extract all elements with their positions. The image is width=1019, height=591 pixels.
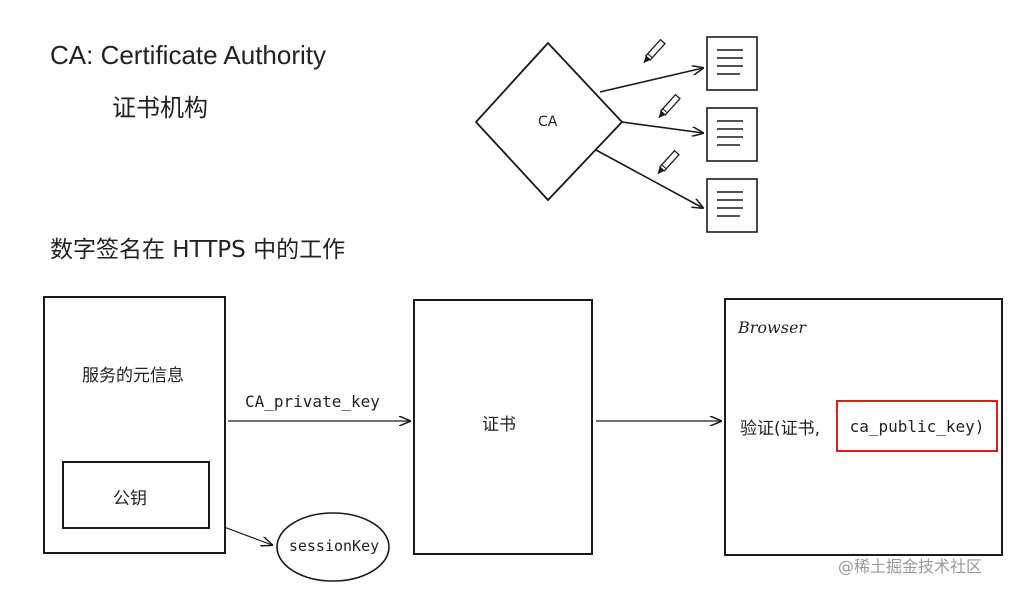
ca-arrow-2 <box>621 121 703 133</box>
ca-node-label: CA <box>538 114 558 130</box>
certificate-label: 证书 <box>482 415 516 435</box>
ca-public-key-highlight: ca_public_key) <box>836 400 998 452</box>
public-key-label: 公钥 <box>113 489 147 509</box>
pencil-icon-1 <box>643 38 666 64</box>
watermark: @稀土掘金技术社区 <box>838 557 983 576</box>
private-key-label: CA_private_key <box>245 392 380 411</box>
document-icon-2 <box>706 107 758 162</box>
browser-title: Browser <box>738 318 807 337</box>
ca-diamond <box>474 41 624 202</box>
public-key-box <box>62 461 210 529</box>
document-icon-1 <box>706 36 758 91</box>
pencil-icon-3 <box>657 149 680 175</box>
browser-box <box>724 298 1003 556</box>
ca-arrow-1 <box>599 68 703 93</box>
page-subtitle: 证书机构 <box>112 94 208 122</box>
section-title: 数字签名在 HTTPS 中的工作 <box>50 237 346 263</box>
verify-label: 验证(证书, <box>740 419 821 439</box>
certificate-box <box>413 299 593 555</box>
pencil-icon-2 <box>658 93 681 119</box>
document-icon-3 <box>706 178 758 233</box>
ca-arrow-3 <box>595 149 703 208</box>
page-title: CA: Certificate Authority <box>50 40 326 70</box>
session-key-label: sessionKey <box>288 537 380 555</box>
server-meta-label: 服务的元信息 <box>82 366 184 386</box>
sessionkey-ellipse <box>276 512 390 582</box>
